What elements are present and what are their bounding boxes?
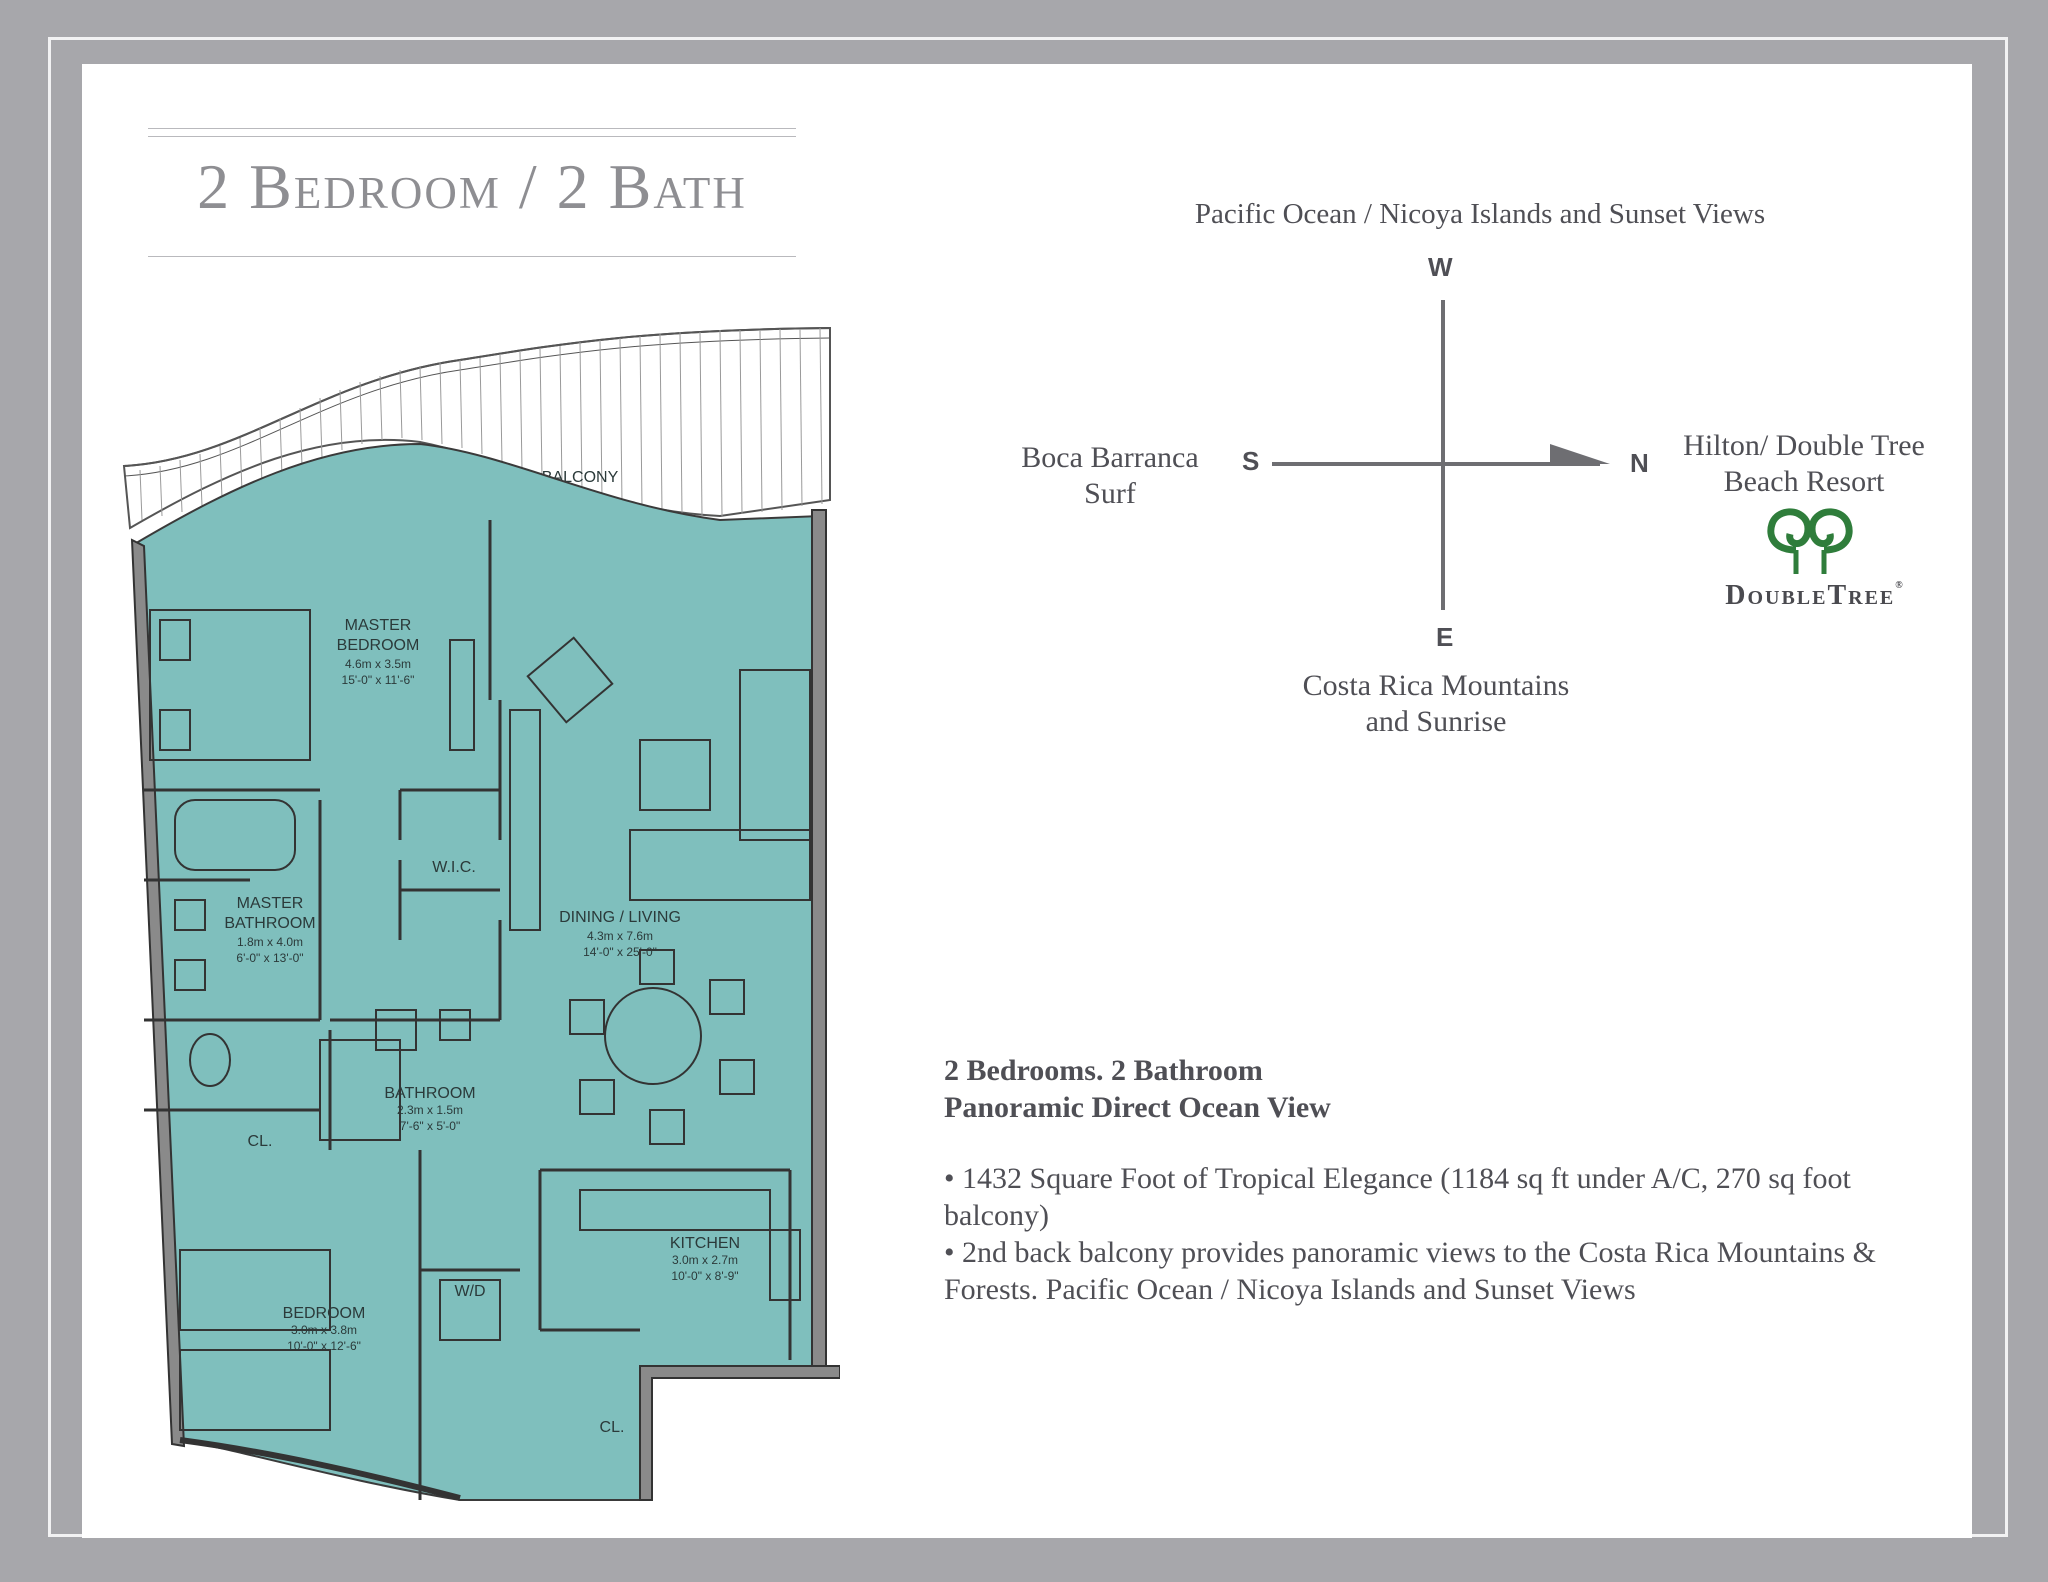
balcony-area: [122, 326, 831, 530]
interior-walls: [144, 520, 792, 1500]
north-view-label: Hilton/ Double Tree Beach Resort: [1664, 428, 1944, 500]
bedroom-metric: 3.0m x 3.8m: [291, 1323, 357, 1337]
kitchen-feet: 10'-0" x 8'-9": [671, 1269, 738, 1283]
east-view-line1: Costa Rica Mountains: [1302, 669, 1570, 702]
east-view-line2: and Sunrise: [1365, 705, 1507, 738]
bedroom-bed-1: [179, 1249, 331, 1331]
bedroom-bed-2: [179, 1349, 331, 1431]
furniture: [149, 609, 811, 1431]
bedroom-feet: 10'-0" x 12'-6": [287, 1339, 361, 1353]
title-rule-top-2: [148, 136, 796, 137]
east-view-label: Costa Rica Mountains and Sunrise: [1256, 668, 1616, 740]
wall-notch: [639, 1365, 840, 1501]
logo-wordmark: DoubleTree: [1725, 580, 1896, 611]
coffee-table: [639, 739, 711, 811]
closet-label-1: CL.: [248, 1133, 273, 1150]
bathroom-feet: 7'-6" x 5'-0": [400, 1119, 460, 1133]
compass-letter-e: E: [1436, 622, 1454, 652]
master-bedroom-label-1: MASTER: [345, 617, 412, 634]
master-bathroom-feet: 6'-0" x 13'-0": [236, 951, 303, 965]
south-view-line1: Boca Barranca: [1021, 441, 1199, 474]
interior-floor: [136, 442, 821, 1501]
compass-rose: [1272, 300, 1610, 610]
bedroom-label: BEDROOM: [283, 1305, 366, 1322]
north-view-line1: Hilton/ Double Tree: [1683, 429, 1925, 462]
description-heading-2: Panoramic Direct Ocean View: [944, 1091, 1331, 1124]
master-bedroom-label-2: BEDROOM: [337, 637, 420, 654]
room-labels: MASTER BEDROOM 4.6m x 3.5m 15'-0" x 11'-…: [224, 617, 740, 1436]
kitchen-metric: 3.0m x 2.7m: [672, 1253, 738, 1267]
kitchen-label: KITCHEN: [670, 1235, 740, 1252]
sofa: [629, 829, 811, 901]
title-rule-bottom: [148, 256, 796, 257]
wall-south-curve: [179, 1437, 461, 1501]
master-bathroom-label-1: MASTER: [237, 895, 304, 912]
south-view-line2: Surf: [1084, 477, 1136, 510]
doubletree-logo-text: DoubleTree®: [1710, 580, 1920, 612]
page-title: 2 Bedroom / 2 Bath: [197, 151, 747, 222]
compass-letter-n: N: [1630, 448, 1649, 478]
master-bathroom-label-2: BATHROOM: [224, 915, 315, 932]
bathroom-label: BATHROOM: [384, 1085, 475, 1102]
compass-arrow-north: [1550, 444, 1610, 464]
dining-living-label: DINING / LIVING: [559, 909, 681, 926]
master-bedroom-metric: 4.6m x 3.5m: [345, 657, 411, 671]
master-bed: [149, 609, 311, 761]
bathroom-metric: 2.3m x 1.5m: [397, 1103, 463, 1117]
master-bathroom-metric: 1.8m x 4.0m: [237, 935, 303, 949]
stove: [769, 1229, 801, 1301]
compass-letter-s: S: [1242, 446, 1260, 476]
title-rule-top: [148, 128, 796, 129]
master-bedroom-feet: 15'-0" x 11'-6": [342, 673, 415, 687]
compass-letter-w: W: [1428, 252, 1453, 282]
south-view-label: Boca Barranca Surf: [990, 440, 1230, 512]
west-view-label: Pacific Ocean / Nicoya Islands and Sunse…: [1194, 198, 1766, 230]
description-bullet-2: • 2nd back balcony provides panoramic vi…: [944, 1236, 1876, 1306]
title-block: 2 Bedroom / 2 Bath: [148, 128, 796, 260]
description-bullet-1: • 1432 Square Foot of Tropical Elegance …: [944, 1162, 1851, 1232]
dining-table: [604, 987, 702, 1085]
dining-living-metric: 4.3m x 7.6m: [587, 929, 653, 943]
wall-east: [811, 509, 827, 1373]
wd-label: W/D: [454, 1283, 485, 1300]
closet-label-2: CL.: [600, 1419, 625, 1436]
dining-living-feet: 14'-0" x 25'-0": [583, 945, 657, 959]
bathtub: [174, 799, 296, 871]
floor-plan: BALCONY: [122, 326, 840, 1501]
unit-description: 2 Bedrooms. 2 Bathroom Panoramic Direct …: [944, 1052, 1904, 1308]
doubletree-logo-icon: [1767, 508, 1853, 574]
logo-registered-mark: ®: [1895, 580, 1905, 591]
wic-label: W.I.C.: [432, 859, 476, 876]
wall-west: [130, 538, 186, 1448]
north-view-line2: Beach Resort: [1723, 465, 1885, 498]
description-heading-1: 2 Bedrooms. 2 Bathroom: [944, 1054, 1263, 1087]
